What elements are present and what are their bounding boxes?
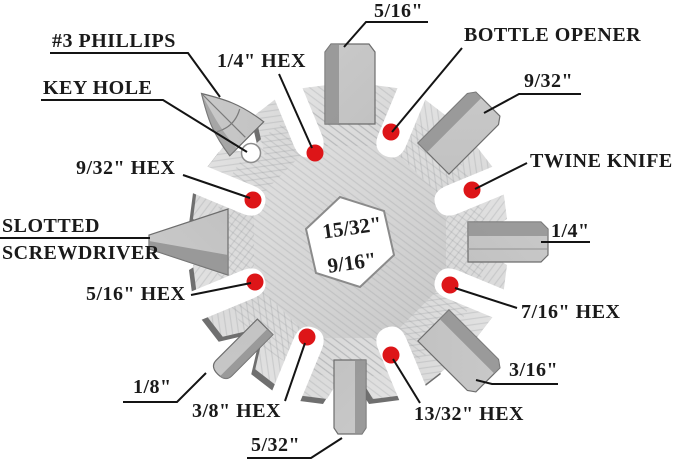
leader-bit-9-32-right <box>483 93 581 114</box>
bit-1-4-right-graphic <box>467 221 549 263</box>
leader-bit-5-32 <box>247 437 343 459</box>
leader-twine-knife <box>474 162 528 190</box>
marker-dot-hex-7-16 <box>441 276 459 294</box>
center-hex-hole <box>304 195 396 289</box>
callout-phillips: #3 PHILLIPS <box>52 30 176 52</box>
marker-dot-hex-3-8 <box>298 328 316 346</box>
callout-twine-knife: TWINE KNIFE <box>530 150 673 172</box>
snowflake-body <box>148 43 549 435</box>
bit-9-32-right-graphic <box>417 91 501 175</box>
callout-slotted-line1: SLOTTED <box>2 215 100 237</box>
driver-bits <box>148 43 549 435</box>
leader-hex-quarter <box>278 73 313 149</box>
bit-5-32-graphic <box>333 359 367 435</box>
leader-hex-9-32-left <box>182 174 251 199</box>
callout-hex-5-16: 5/16" HEX <box>86 283 186 305</box>
leader-hex-5-16 <box>190 282 252 296</box>
callout-bit-3-16: 3/16" <box>509 359 559 381</box>
leader-bit-1-8 <box>123 372 207 403</box>
slotted-screwdriver-bit-graphic <box>148 208 229 276</box>
marker-dot-hex-5-16 <box>246 273 264 291</box>
leader-lines <box>0 21 590 459</box>
leader-bottle-opener <box>391 47 463 133</box>
marker-dot-hex-13-32 <box>382 346 400 364</box>
leader-phillips <box>50 52 221 98</box>
callout-bit-1-4-right: 1/4" <box>551 220 590 242</box>
bit-3-16-graphic <box>417 309 501 393</box>
leader-key-hole <box>41 99 248 153</box>
marker-dots <box>244 123 481 364</box>
marker-dot-hex-9-32 <box>244 191 262 209</box>
callout-hex-7-16: 7/16" HEX <box>521 301 621 323</box>
callout-bit-9-32-right: 9/32" <box>524 70 574 92</box>
callout-hex-13-32: 13/32" HEX <box>414 403 524 425</box>
callout-bottle-opener: BOTTLE OPENER <box>464 24 642 46</box>
callout-hex-3-8: 3/8" HEX <box>192 400 281 422</box>
key-hole-graphic <box>240 142 262 164</box>
callout-slotted-line2: SCREWDRIVER <box>2 242 160 264</box>
leader-hex-7-16 <box>454 287 518 309</box>
callout-bit-5-32: 5/32" <box>251 434 301 456</box>
callout-bit-1-8: 1/8" <box>133 376 172 398</box>
marker-dot-twine-knife <box>463 181 481 199</box>
leader-bit-3-16 <box>475 379 558 385</box>
callout-hex-quarter: 1/4" HEX <box>217 50 306 72</box>
bit-5-16-top-graphic <box>324 43 376 125</box>
leader-hex-13-32 <box>392 358 421 404</box>
leader-bit-5-16-top <box>343 21 428 48</box>
bit-1-8-graphic <box>212 318 274 380</box>
callout-key-hole: KEY HOLE <box>43 77 153 99</box>
callout-hex-9-32-left: 9/32" HEX <box>76 157 176 179</box>
leader-hex-3-8 <box>284 342 306 402</box>
callout-bit-5-16-top: 5/16" <box>374 0 424 22</box>
marker-dot-hex-1-4 <box>306 144 324 162</box>
